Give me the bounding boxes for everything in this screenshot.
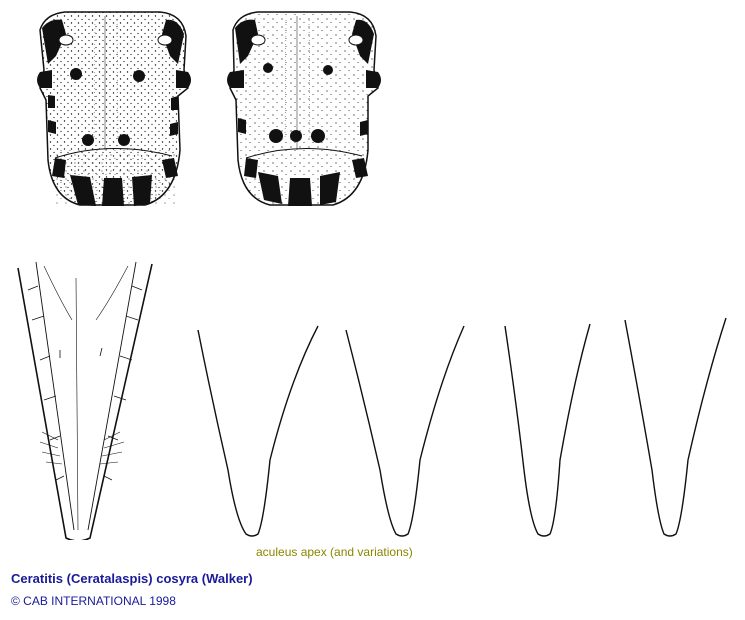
illustration-canvas xyxy=(17,11,727,540)
aculeus-apex-variation-1 xyxy=(197,325,319,537)
copyright-notice: © CAB INTERNATIONAL 1998 xyxy=(11,594,176,608)
aculeus-ventral xyxy=(17,261,153,540)
species-title: Ceratitis (Ceratalaspis) cosyra (Walker) xyxy=(11,571,253,586)
aculeus-apex-variation-3 xyxy=(504,323,591,537)
scutum-variant-2 xyxy=(227,11,381,206)
scutum-variant-1 xyxy=(37,11,191,206)
apex-caption: aculeus apex (and variations) xyxy=(256,545,413,559)
aculeus-apex-variation-4 xyxy=(624,317,727,537)
aculeus-apex-variation-2 xyxy=(345,325,465,537)
